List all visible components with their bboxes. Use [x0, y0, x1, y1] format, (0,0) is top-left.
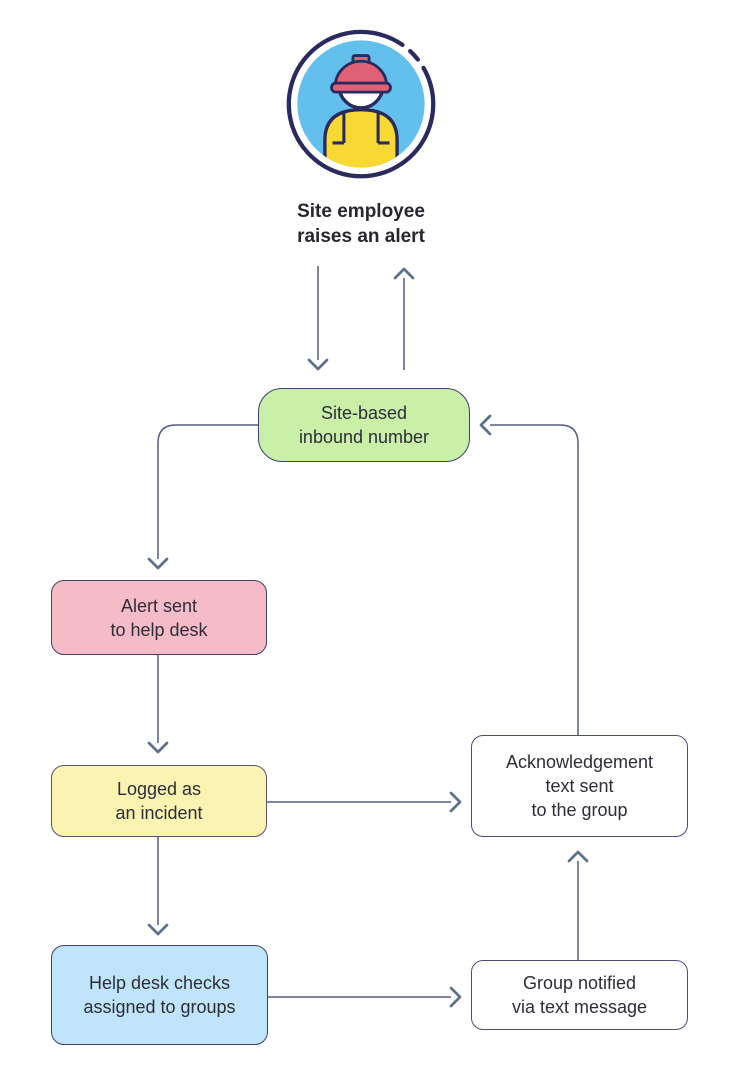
avatar-ring: [286, 29, 436, 179]
arrowhead-to-alert: [147, 557, 169, 570]
node-alert-sent-to-help-desk: Alert sent to help desk: [51, 580, 267, 655]
arrowhead-to-logged: [147, 741, 169, 754]
arrowhead-to-ack: [449, 791, 462, 813]
node-label: Alert sent to help desk: [110, 595, 208, 640]
hard-hat-brim: [330, 81, 392, 94]
edge-ack-to-inbound: [490, 424, 579, 735]
edge-inbound-to-alert: [157, 424, 258, 559]
avatar-ring-dash: [408, 49, 421, 62]
arrowhead-up-to-ack: [567, 850, 589, 863]
node-site-based-inbound-number: Site-based inbound number: [258, 388, 470, 462]
vest-straps: [332, 112, 390, 145]
arrowhead-to-helpdesk: [147, 923, 169, 936]
node-help-desk-checks-assigned-to-groups: Help desk checks assigned to groups: [51, 945, 268, 1045]
node-label: Acknowledgement text sent to the group: [505, 752, 654, 820]
node-label: Logged as an incident: [115, 779, 203, 823]
hard-hat-dome: [333, 59, 389, 88]
node-group-notified-via-text-message: Group notified via text message: [471, 960, 688, 1030]
node-acknowledgement-text-sent-to-the-group: Acknowledgement text sent to the group: [471, 735, 688, 837]
actor-caption: Site employee raises an alert: [297, 201, 425, 247]
arrowhead-to-group: [449, 986, 462, 1008]
arrowhead-left-to-inbound: [479, 414, 492, 436]
node-label: Group notified via text message: [511, 973, 648, 1017]
node-logged-as-an-incident: Logged as an incident: [51, 765, 267, 837]
arrowhead-down-to-inbound: [307, 358, 329, 371]
node-label: Help desk checks assigned to groups: [83, 973, 236, 1017]
worker-vest: [323, 108, 399, 168]
node-label: Site-based inbound number: [298, 403, 430, 447]
site-employee-figure: [285, 28, 437, 180]
construction-worker-icon: [286, 29, 436, 179]
arrowhead-up-to-employee: [393, 267, 415, 280]
